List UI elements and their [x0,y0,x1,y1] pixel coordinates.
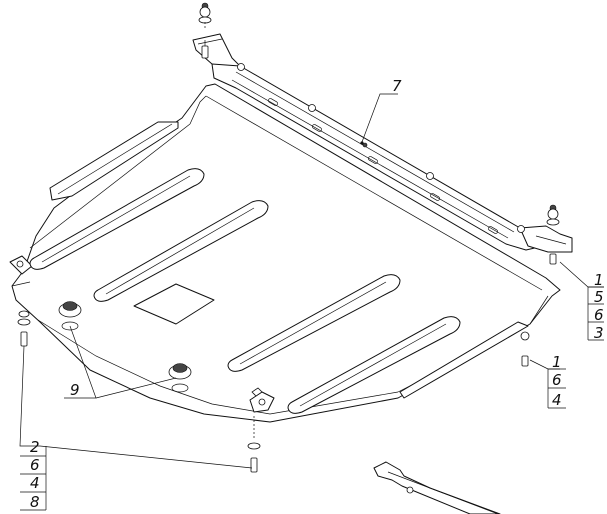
left-lower-4: 8 [30,493,40,511]
hardware-front-centre [247,416,261,473]
right-upper-1: 1 [594,271,604,289]
left-lower-3: 4 [30,474,40,492]
slot-2 [93,200,269,302]
right-lower-3: 4 [552,391,562,409]
hardware-front-right [520,331,530,367]
left-lower-2: 6 [30,456,40,474]
skid-plate-body [9,83,561,423]
service-hatch [133,283,215,325]
right-upper-2: 5 [594,288,604,306]
right-upper-4: 3 [594,324,604,342]
callout-table-right-lower: 1 6 4 [547,353,566,409]
stiffening-slots [29,168,461,414]
callout-7-label: 7 [392,77,402,95]
rubber-plugs [58,301,192,393]
slot-1 [29,168,205,270]
adjacent-part-corner [373,461,501,514]
hardware-front-left [17,310,31,347]
right-lower-2: 6 [552,371,562,389]
right-lower-1: 1 [552,353,562,371]
callout-7: 7 [392,77,402,95]
callout-table-right-upper: 1 5 6 3 [587,271,604,342]
right-upper-3: 6 [594,306,604,324]
rear-mounting-flange [192,33,573,253]
left-lower-1: 2 [30,438,40,456]
hardware-top-left [198,2,212,59]
callout-9: 9 [70,381,80,399]
callout-9-label: 9 [70,381,80,399]
slot-4 [287,316,461,414]
slot-3 [227,274,401,372]
callout-table-left-lower: 2 6 4 8 [20,438,47,511]
hardware-top-right [546,204,560,265]
